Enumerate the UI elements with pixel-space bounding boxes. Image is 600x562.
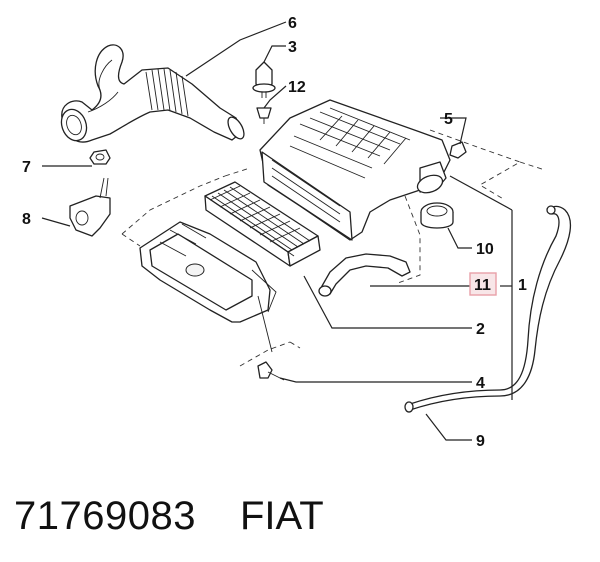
assembly-dashed-lines (121, 129, 546, 367)
callout-10: 10 (476, 241, 494, 258)
part-caption: 71769083 FIAT (14, 486, 594, 546)
bracket-part-8 (69, 177, 111, 237)
leader-lines (41, 21, 513, 441)
ring-seal-part-10 (420, 202, 454, 229)
callout-3: 3 (288, 39, 297, 56)
filter-housing-part-1 (259, 99, 451, 241)
callout-labels: 6 3 12 5 7 8 10 11 1 2 4 9 (22, 15, 527, 450)
grommet-part-12 (256, 107, 272, 124)
bolt-part-4 (257, 361, 285, 381)
callout-8: 8 (22, 211, 31, 228)
intake-hose-part-6 (60, 44, 245, 143)
clip-part-3 (252, 61, 276, 98)
breather-pipe-part-9 (404, 205, 572, 413)
callout-5: 5 (444, 111, 453, 128)
filter-element-part-2 (204, 181, 321, 267)
hose-part-11 (318, 253, 411, 297)
callout-9: 9 (476, 433, 485, 450)
callout-12: 12 (288, 79, 306, 96)
clip-part-5 (449, 141, 467, 159)
callout-7: 7 (22, 159, 31, 176)
part-number: 71769083 (14, 493, 196, 538)
callout-6: 6 (288, 15, 297, 32)
lower-housing (139, 221, 277, 353)
parts-diagram: 6 3 12 5 7 8 10 11 1 2 4 9 (22, 15, 572, 450)
callout-4: 4 (476, 375, 485, 392)
nut-part-7 (89, 149, 111, 165)
callout-11-highlight (469, 272, 497, 296)
callout-11: 11 (474, 277, 491, 294)
callout-1: 1 (518, 277, 527, 294)
brand-name: FIAT (239, 493, 324, 538)
callout-2: 2 (476, 321, 485, 338)
